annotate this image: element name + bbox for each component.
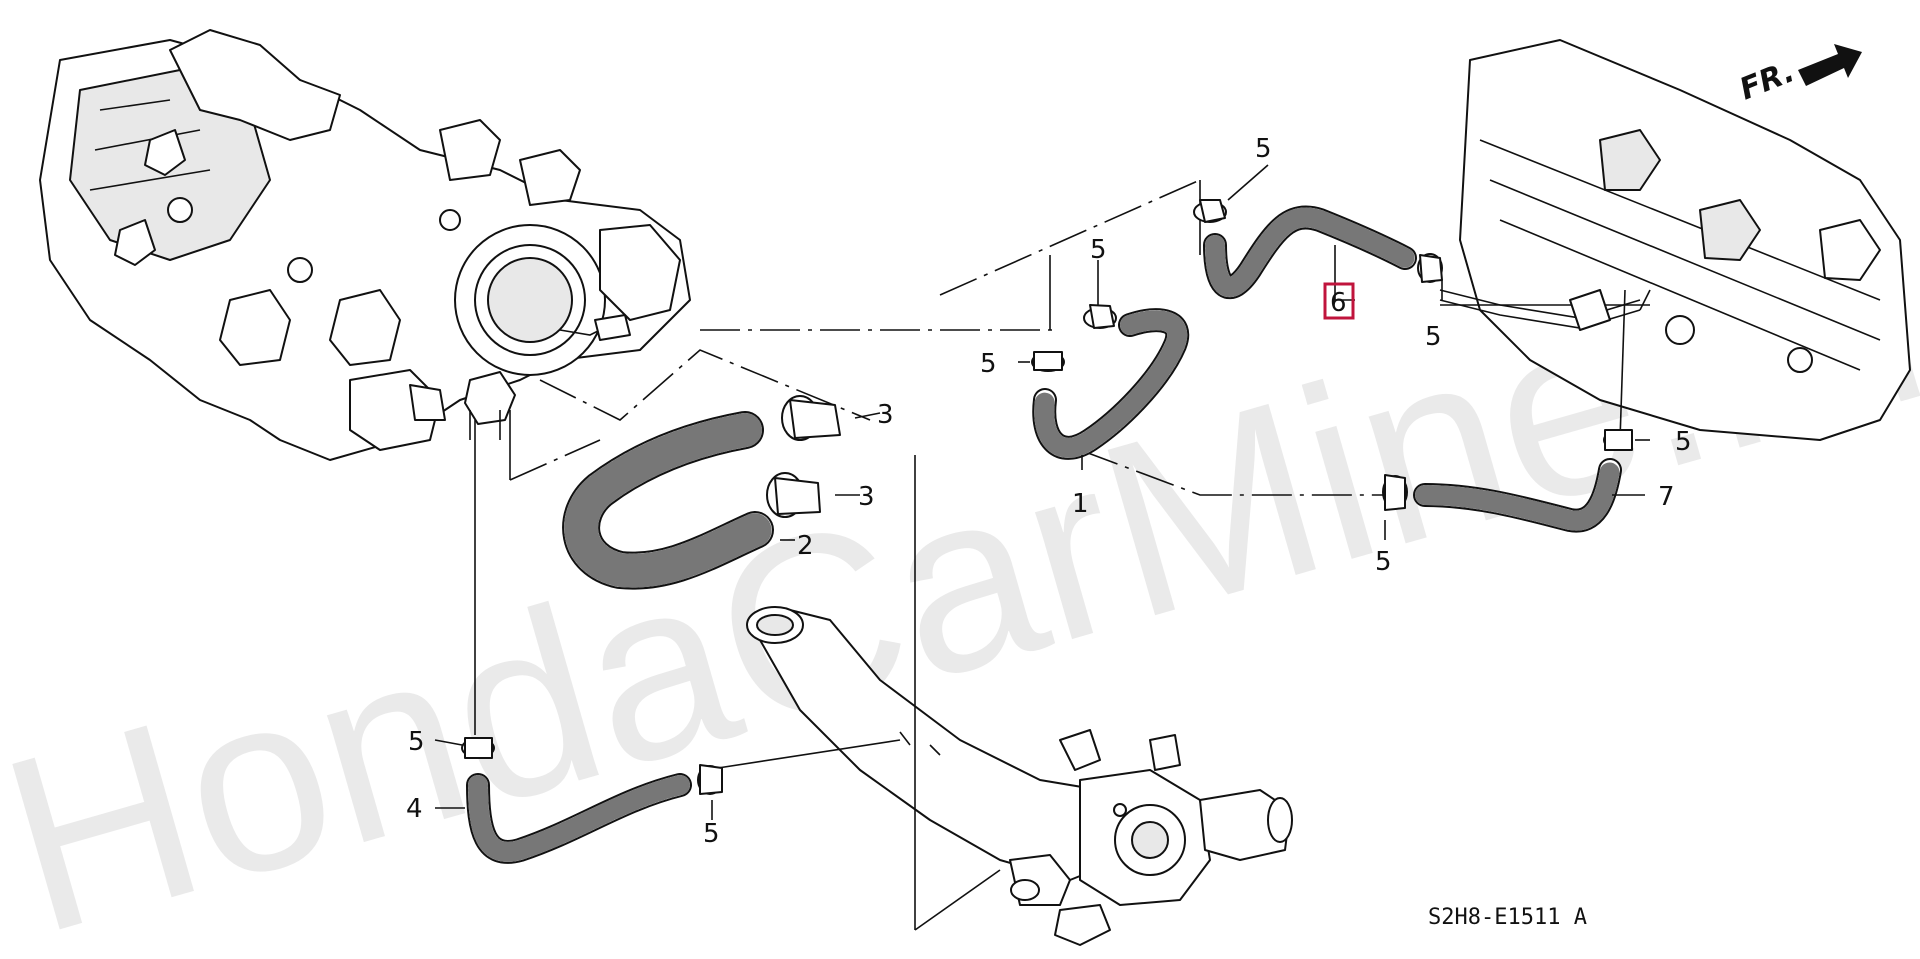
callout-1: 1 bbox=[1072, 489, 1089, 519]
hose-clamp bbox=[1603, 429, 1633, 451]
hose-1 bbox=[1032, 308, 1190, 460]
hose-clamp-large bbox=[781, 395, 841, 441]
hose-clamp bbox=[1083, 304, 1117, 329]
hose-clamp bbox=[697, 764, 723, 795]
callout-5b: 5 bbox=[1090, 235, 1107, 265]
hose-7 bbox=[1413, 458, 1622, 533]
water-outlet-housing bbox=[746, 606, 1293, 946]
callout-5g: 5 bbox=[408, 727, 425, 757]
callout-5a: 5 bbox=[1255, 134, 1272, 164]
front-direction-marker: FR. bbox=[1735, 44, 1862, 107]
callout-leaders bbox=[434, 164, 1650, 820]
callout-6: 6 bbox=[1330, 288, 1347, 318]
intake-manifold-throttle-body bbox=[39, 29, 691, 461]
hose-4 bbox=[466, 773, 692, 864]
callout-5h: 5 bbox=[703, 819, 720, 849]
callout-5c: 5 bbox=[980, 349, 997, 379]
hose-clamp bbox=[1382, 474, 1408, 511]
hose-clamp-large bbox=[766, 472, 821, 518]
diagram-code: S2H8-E1511 A bbox=[1428, 905, 1587, 930]
leader-lines bbox=[474, 179, 1651, 931]
hose-clamp bbox=[1417, 253, 1443, 283]
callout-5e: 5 bbox=[1675, 427, 1692, 457]
cylinder-head bbox=[1459, 39, 1911, 441]
hose-clamp bbox=[1193, 199, 1227, 223]
fr-label: FR. bbox=[1735, 54, 1800, 107]
callout-3a: 3 bbox=[877, 400, 894, 430]
callout-2: 2 bbox=[797, 531, 814, 561]
hose-clamp bbox=[461, 737, 495, 759]
callout-5d: 5 bbox=[1425, 322, 1442, 352]
bypass-pipe bbox=[1439, 289, 1641, 331]
callout-6-highlight-box bbox=[1323, 282, 1355, 320]
front-arrow-icon bbox=[1798, 44, 1862, 86]
callout-5f: 5 bbox=[1375, 547, 1392, 577]
hose-6 bbox=[1203, 205, 1417, 299]
hose-2 bbox=[562, 411, 774, 590]
callout-3b: 3 bbox=[858, 482, 875, 512]
hose-clamp bbox=[1031, 351, 1065, 372]
callout-4: 4 bbox=[406, 794, 423, 824]
callout-7: 7 bbox=[1658, 482, 1675, 512]
